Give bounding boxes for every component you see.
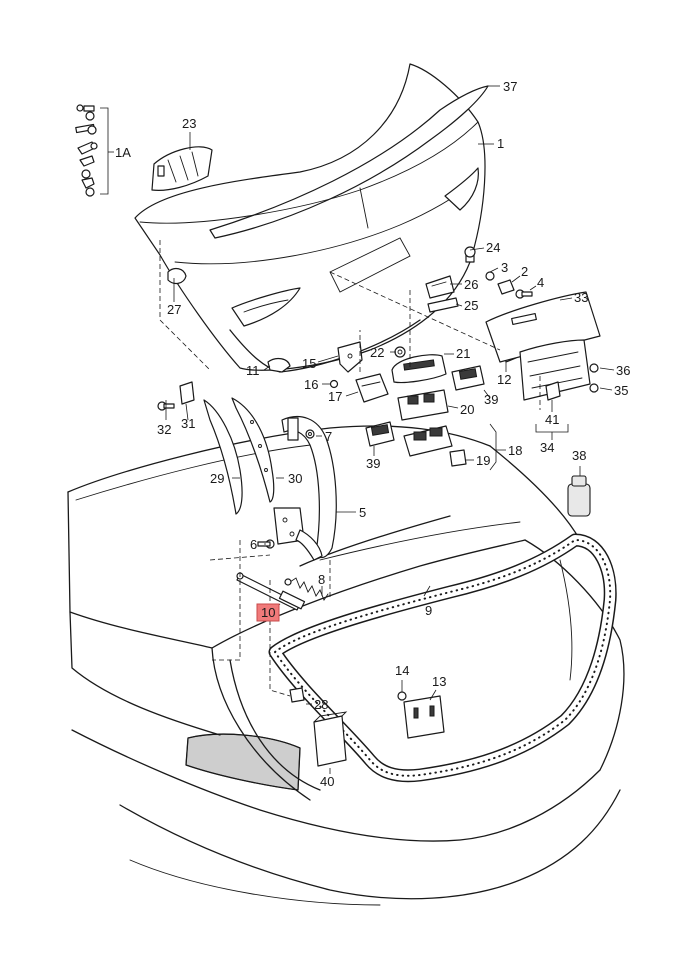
- callout-31: 31: [181, 416, 195, 431]
- callout-26: 26: [464, 277, 478, 292]
- callout-13: 13: [432, 674, 446, 689]
- lock-and-switch-parts: [167, 246, 533, 467]
- callout-30: 30: [288, 471, 302, 486]
- callout-9: 9: [425, 603, 432, 618]
- misc-parts: [313, 475, 591, 767]
- callout-32: 32: [157, 422, 171, 437]
- callout-37: 37: [503, 79, 517, 94]
- callout-39-bottom: 39: [366, 456, 380, 471]
- callout-2: 2: [521, 264, 528, 279]
- callout-40: 40: [320, 774, 334, 789]
- callout-7: 7: [325, 429, 332, 444]
- callout-23: 23: [182, 116, 196, 131]
- callout-33: 33: [574, 290, 588, 305]
- callout-5: 5: [359, 505, 366, 520]
- callout-1: 1: [497, 136, 504, 151]
- license-plate-bracket: [485, 291, 601, 401]
- trunk-handle: [151, 146, 213, 191]
- callout-28: 28: [314, 697, 328, 712]
- hinge-trim-assembly: [157, 381, 337, 703]
- callout-36: 36: [616, 363, 630, 378]
- callout-29: 29: [210, 471, 224, 486]
- trunk-seal: [268, 533, 617, 783]
- callout-14: 14: [395, 663, 409, 678]
- callout-10: 10: [261, 605, 275, 620]
- callout-labels: 37 1 1A 23 24 3 2 4 26 25 33 27 15 22 21…: [115, 79, 630, 789]
- callout-35: 35: [614, 383, 628, 398]
- callout-22: 22: [370, 345, 384, 360]
- callout-6: 6: [250, 537, 257, 552]
- callout-4: 4: [537, 275, 544, 290]
- callout-27: 27: [167, 302, 181, 317]
- bolt-kit: [75, 104, 114, 197]
- callout-25: 25: [464, 298, 478, 313]
- callout-34: 34: [540, 440, 554, 455]
- callout-21: 21: [456, 346, 470, 361]
- callout-38: 38: [572, 448, 586, 463]
- callout-41: 41: [545, 412, 559, 427]
- callout-20: 20: [460, 402, 474, 417]
- callout-24: 24: [486, 240, 500, 255]
- callout-16: 16: [304, 377, 318, 392]
- callout-12: 12: [497, 372, 511, 387]
- callout-leaders: [165, 85, 615, 774]
- callout-8: 8: [318, 572, 325, 587]
- callout-15: 15: [302, 356, 316, 371]
- callout-11: 11: [246, 363, 260, 378]
- callout-17: 17: [328, 389, 342, 404]
- callout-1a: 1A: [115, 145, 131, 160]
- callout-18: 18: [508, 443, 522, 458]
- callout-3: 3: [501, 260, 508, 275]
- highlight-part-10: [256, 603, 280, 622]
- trunk-lid: [134, 63, 489, 373]
- callout-19: 19: [476, 453, 490, 468]
- callout-39-top: 39: [484, 392, 498, 407]
- car-body-rear: [67, 425, 625, 906]
